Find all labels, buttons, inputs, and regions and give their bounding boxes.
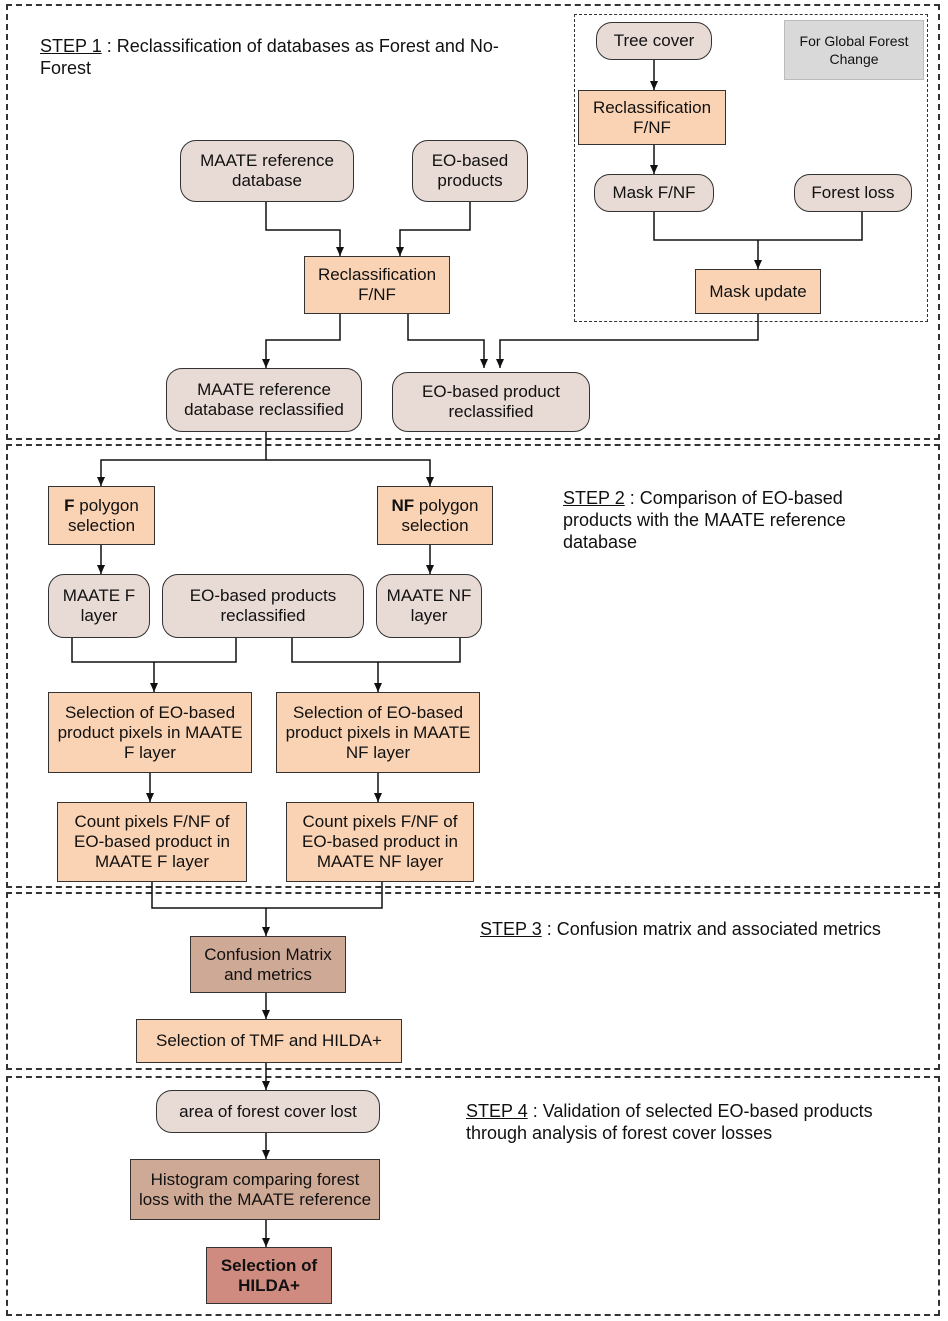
eo-product-reclassified-node: EO-based product reclassified <box>392 372 590 432</box>
count-nf-node: Count pixels F/NF of EO-based product in… <box>286 802 474 882</box>
mask-fnf-node: Mask F/NF <box>594 174 714 212</box>
count-f-node: Count pixels F/NF of EO-based product in… <box>57 802 247 882</box>
f-rest: polygon selection <box>67 495 139 535</box>
maate-reclassified-node: MAATE reference database reclassified <box>166 368 362 432</box>
step3-tag: STEP 3 <box>480 919 542 939</box>
selection-tmf-hilda-node: Selection of TMF and HILDA+ <box>136 1019 402 1063</box>
mask-update-node: Mask update <box>695 269 821 314</box>
nf-bold: NF <box>391 495 415 515</box>
selection-hilda-node: Selection of HILDA+ <box>206 1247 332 1304</box>
global-forest-change-inset <box>574 14 928 322</box>
step1-text: : Reclassification of databases as Fores… <box>40 36 499 78</box>
global-forest-change-note: For Global Forest Change <box>784 20 924 80</box>
step4-tag: STEP 4 <box>466 1101 528 1121</box>
step3-frame <box>6 892 940 1070</box>
step3-label: STEP 3 : Confusion matrix and associated… <box>480 918 935 940</box>
f-polygon-selection-text: F polygon selection <box>55 496 148 536</box>
step2-tag: STEP 2 <box>563 488 625 508</box>
inset-reclassification-node: Reclassification F/NF <box>578 90 726 145</box>
eo-products-reclassified-node: EO-based products reclassified <box>162 574 364 638</box>
confusion-matrix-node: Confusion Matrix and metrics <box>190 936 346 993</box>
selection-f-node: Selection of EO-based product pixels in … <box>48 692 252 773</box>
maate-nf-layer-node: MAATE NF layer <box>376 574 482 638</box>
reclassification-node: Reclassification F/NF <box>304 256 450 314</box>
step4-frame <box>6 1076 940 1316</box>
step2-text: : Comparison of EO-based products with t… <box>563 488 846 552</box>
maate-f-layer-node: MAATE F layer <box>48 574 150 638</box>
histogram-node: Histogram comparing forest loss with the… <box>130 1159 380 1220</box>
step4-label: STEP 4 : Validation of selected EO-based… <box>466 1100 936 1144</box>
maate-reference-database-node: MAATE reference database <box>180 140 354 202</box>
nf-rest: polygon selection <box>401 495 479 535</box>
nf-polygon-selection-node: NF polygon selection <box>377 486 493 545</box>
step1-frame <box>6 4 940 440</box>
step2-frame <box>6 444 940 888</box>
area-forest-cover-lost-node: area of forest cover lost <box>156 1090 380 1133</box>
nf-polygon-selection-text: NF polygon selection <box>384 496 486 536</box>
step2-label: STEP 2 : Comparison of EO-based products… <box>563 487 903 553</box>
forest-loss-node: Forest loss <box>794 174 912 212</box>
tree-cover-node: Tree cover <box>596 22 712 60</box>
selection-nf-node: Selection of EO-based product pixels in … <box>276 692 480 773</box>
f-bold: F <box>64 495 75 515</box>
eo-based-products-node: EO-based products <box>412 140 528 202</box>
step1-tag: STEP 1 <box>40 36 102 56</box>
step3-text: : Confusion matrix and associated metric… <box>541 919 881 939</box>
step1-label: STEP 1 : Reclassification of databases a… <box>40 35 510 79</box>
f-polygon-selection-node: F polygon selection <box>48 486 155 545</box>
step4-text: : Validation of selected EO-based produc… <box>466 1101 873 1143</box>
